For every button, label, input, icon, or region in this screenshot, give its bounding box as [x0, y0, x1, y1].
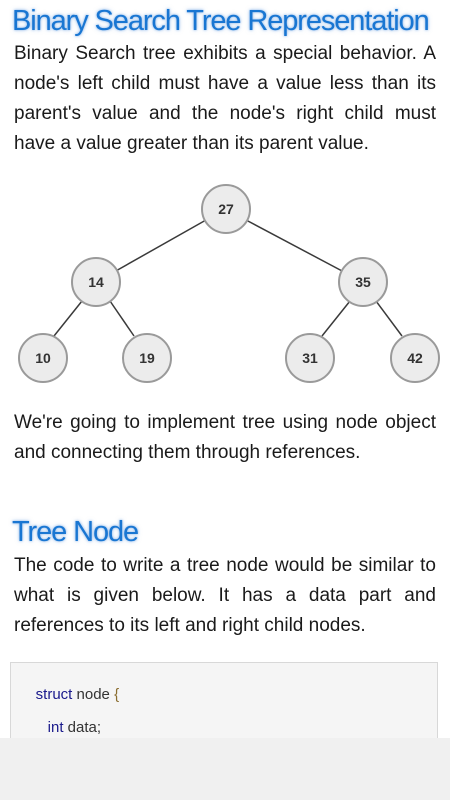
edge-27-35 — [245, 219, 345, 273]
tree-node-35: 35 — [338, 257, 388, 307]
bottom-bar — [0, 738, 450, 800]
code-type-int: int — [47, 719, 64, 736]
code-open-brace: { — [114, 686, 120, 703]
implementation-paragraph: We're going to implement tree using node… — [14, 412, 436, 463]
svg-text:27: 27 — [218, 201, 234, 217]
edge-27-14 — [113, 219, 207, 273]
svg-text:35: 35 — [355, 274, 371, 290]
intro-paragraph: Binary Search tree exhibits a special be… — [14, 43, 436, 154]
tree-node-42: 42 — [390, 333, 440, 383]
tree-node-14: 14 — [71, 257, 121, 307]
svg-text:42: 42 — [407, 350, 423, 366]
code-keyword-struct: struct — [35, 686, 73, 703]
svg-text:19: 19 — [139, 350, 155, 366]
tree-node-10: 10 — [18, 333, 68, 383]
page-title: Binary Search Tree Representation — [12, 5, 430, 37]
bst-diagram: 27 14 35 10 19 31 42 — [18, 184, 440, 383]
code-line-2: int data; — [31, 702, 102, 751]
edge-14-10 — [53, 300, 83, 337]
edge-35-31 — [321, 300, 351, 337]
svg-text:14: 14 — [88, 274, 104, 290]
edge-35-42 — [375, 300, 403, 337]
section-title-tree-node: Tree Node — [12, 516, 139, 548]
svg-text:10: 10 — [35, 350, 51, 366]
tree-node-27: 27 — [201, 184, 251, 234]
code-struct-name: node — [72, 686, 115, 703]
svg-text:31: 31 — [302, 350, 318, 366]
tree-node-19: 19 — [122, 333, 172, 383]
code-block[interactable]: struct node { int data; — [10, 662, 438, 752]
code-field-data: data; — [63, 719, 102, 736]
tree-node-paragraph: The code to write a tree node would be s… — [14, 555, 436, 636]
tree-node-31: 31 — [285, 333, 335, 383]
code-line-1: struct node { — [19, 669, 119, 720]
edge-14-19 — [109, 300, 135, 337]
